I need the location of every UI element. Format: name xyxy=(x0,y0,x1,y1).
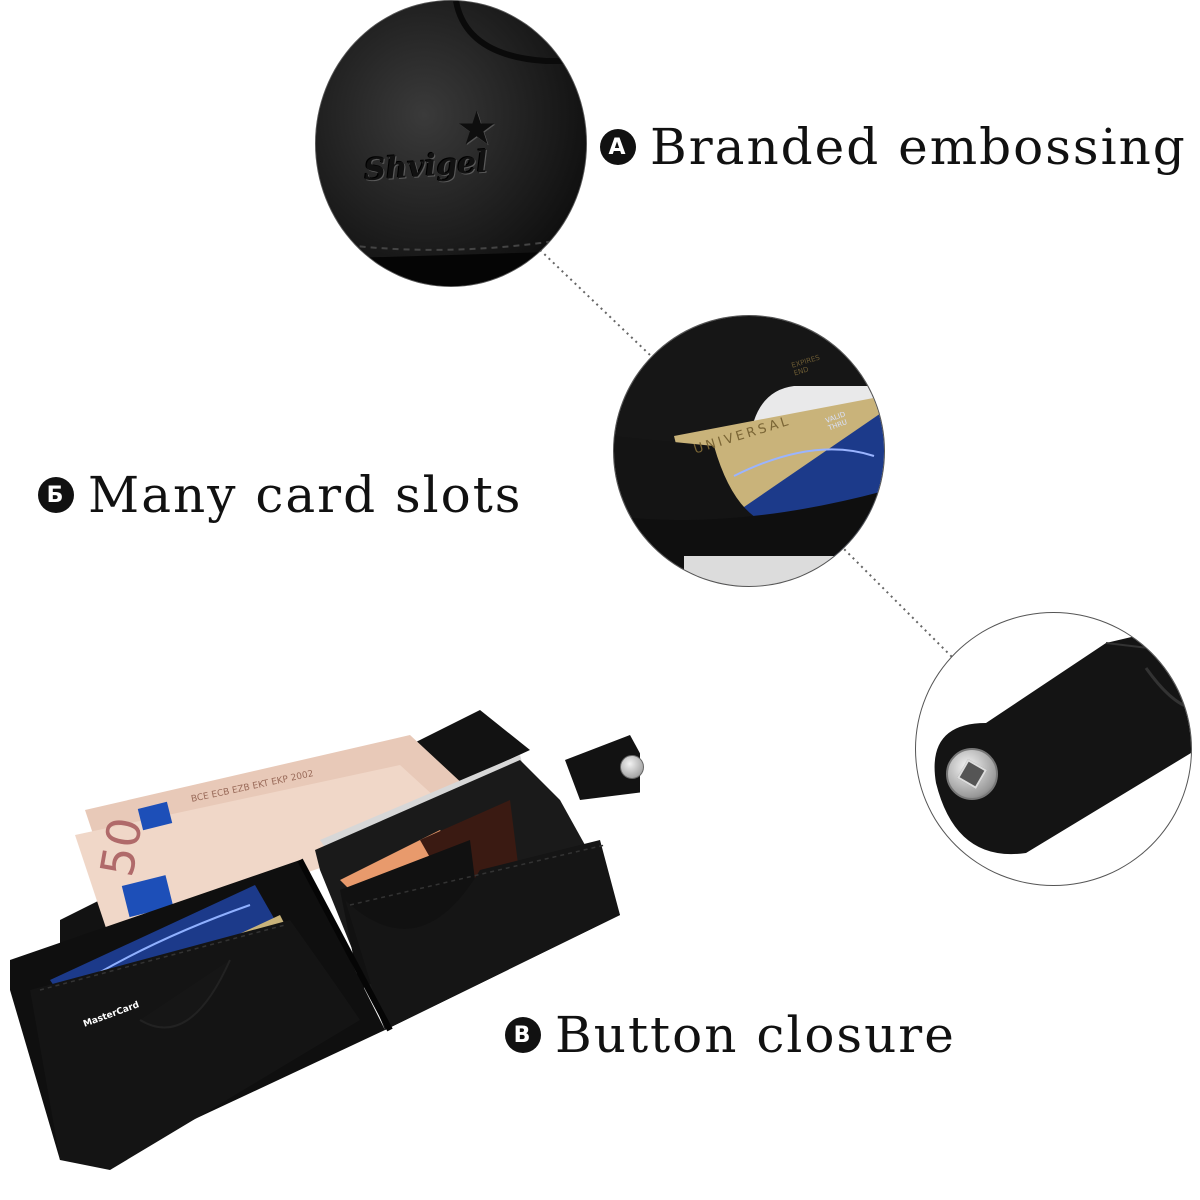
banknote-denomination: 50 xyxy=(89,813,153,881)
star-logo-icon: ★ xyxy=(456,101,498,155)
callout-label: Branded embossing xyxy=(650,118,1187,176)
embossing-closeup: ★ Shvigel xyxy=(315,0,587,287)
callout-branded-embossing: A Branded embossing xyxy=(600,118,1187,176)
callout-label: Button closure xyxy=(555,1006,956,1064)
badge-v-icon: B xyxy=(505,1017,541,1053)
callout-button-closure: B Button closure xyxy=(505,1006,956,1064)
card-slots-closeup: UNIVERSAL EXPIRES END VALID THRU xyxy=(613,315,885,587)
wallet-snap-icon xyxy=(620,755,644,779)
callout-card-slots: Б Many card slots xyxy=(38,466,522,524)
snap-button-icon xyxy=(946,748,998,800)
callout-label: Many card slots xyxy=(88,466,523,524)
badge-a-icon: A xyxy=(600,129,636,165)
wallet-photo: 50 BCE ECB EZB EKT EKP 2002 MasterCard xyxy=(0,690,644,1200)
badge-b-cyr-icon: Б xyxy=(38,477,74,513)
button-closure-closeup xyxy=(915,612,1192,886)
